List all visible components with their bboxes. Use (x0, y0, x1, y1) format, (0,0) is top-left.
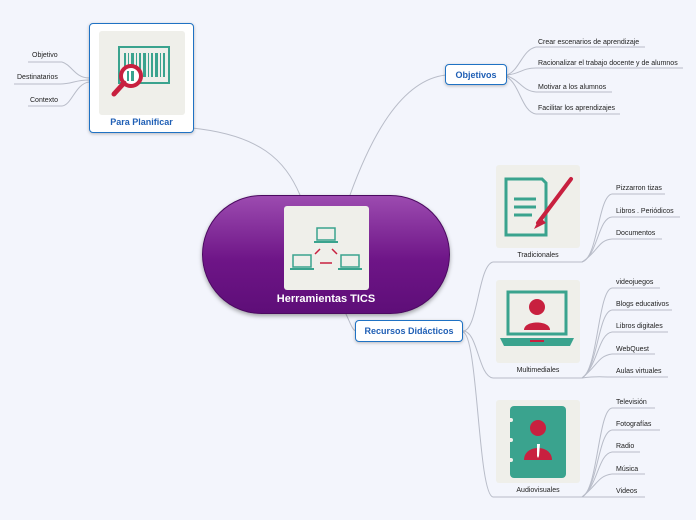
objetivo-item-3[interactable]: Motivar a los alumnos (538, 84, 607, 91)
plan-item-contexto[interactable]: Contexto (30, 97, 59, 104)
plan-item-destinatarios[interactable]: Destinatarios (17, 74, 58, 81)
link-plan-contexto (61, 81, 90, 107)
audiovisual-item-1[interactable]: Televisión (616, 399, 647, 406)
tradicionales-caption[interactable]: Tradicionales (517, 252, 559, 259)
para-planificar-topic[interactable]: Para Planificar (89, 23, 194, 133)
audiovisual-item-2[interactable]: Fotografías (616, 421, 652, 428)
audiovisual-item-4[interactable]: Música (616, 466, 639, 473)
barcode-magnifier-icon (99, 31, 185, 115)
tradicional-item-1[interactable]: Pizzarron tizas (616, 185, 662, 192)
link-plan-objetivo (61, 61, 90, 79)
link-central-planificar (191, 127, 301, 196)
tradicional-item-3[interactable]: Documentos (616, 230, 656, 237)
objetivos-topic[interactable]: Objetivos (445, 64, 507, 85)
objetivo-item-2[interactable]: Racionalizar el trabajo docente y de alu… (538, 60, 678, 67)
para-planificar-label: Para Planificar (110, 117, 173, 127)
multimedial-item-2[interactable]: Blogs educativos (616, 301, 669, 308)
recursos-didacticos-topic[interactable]: Recursos Didácticos (355, 320, 463, 342)
document-pen-icon (496, 165, 580, 248)
central-topic[interactable]: Herramientas TICS (202, 195, 450, 314)
multimediales-caption[interactable]: Multimediales (516, 367, 560, 374)
objetivo-item-1[interactable]: Crear escenarios de aprendizaje (538, 39, 640, 46)
plan-item-objetivo[interactable]: Objetivo (32, 52, 58, 59)
link-central-objetivos (349, 74, 447, 196)
central-topic-label: Herramientas TICS (276, 293, 376, 305)
audiovisual-item-3[interactable]: Radio (616, 443, 635, 450)
link-plan-destinatarios (59, 79, 90, 85)
network-computers-icon (284, 206, 369, 290)
multimedial-item-1[interactable]: videojuegos (616, 279, 654, 286)
address-book-icon (496, 400, 580, 483)
audiovisuales-caption[interactable]: Audiovisuales (516, 487, 560, 494)
multimedial-item-5[interactable]: Aulas virtuales (616, 368, 662, 375)
multimedial-item-4[interactable]: WebQuest (616, 346, 649, 353)
tradicional-item-2[interactable]: Libros . Periódicos (616, 208, 674, 215)
multimedial-item-3[interactable]: Libros digitales (616, 323, 663, 330)
objetivo-item-4[interactable]: Facilitar los aprendizajes (538, 105, 616, 112)
audiovisual-item-5[interactable]: Videos (616, 488, 638, 495)
laptop-user-icon (496, 280, 580, 363)
